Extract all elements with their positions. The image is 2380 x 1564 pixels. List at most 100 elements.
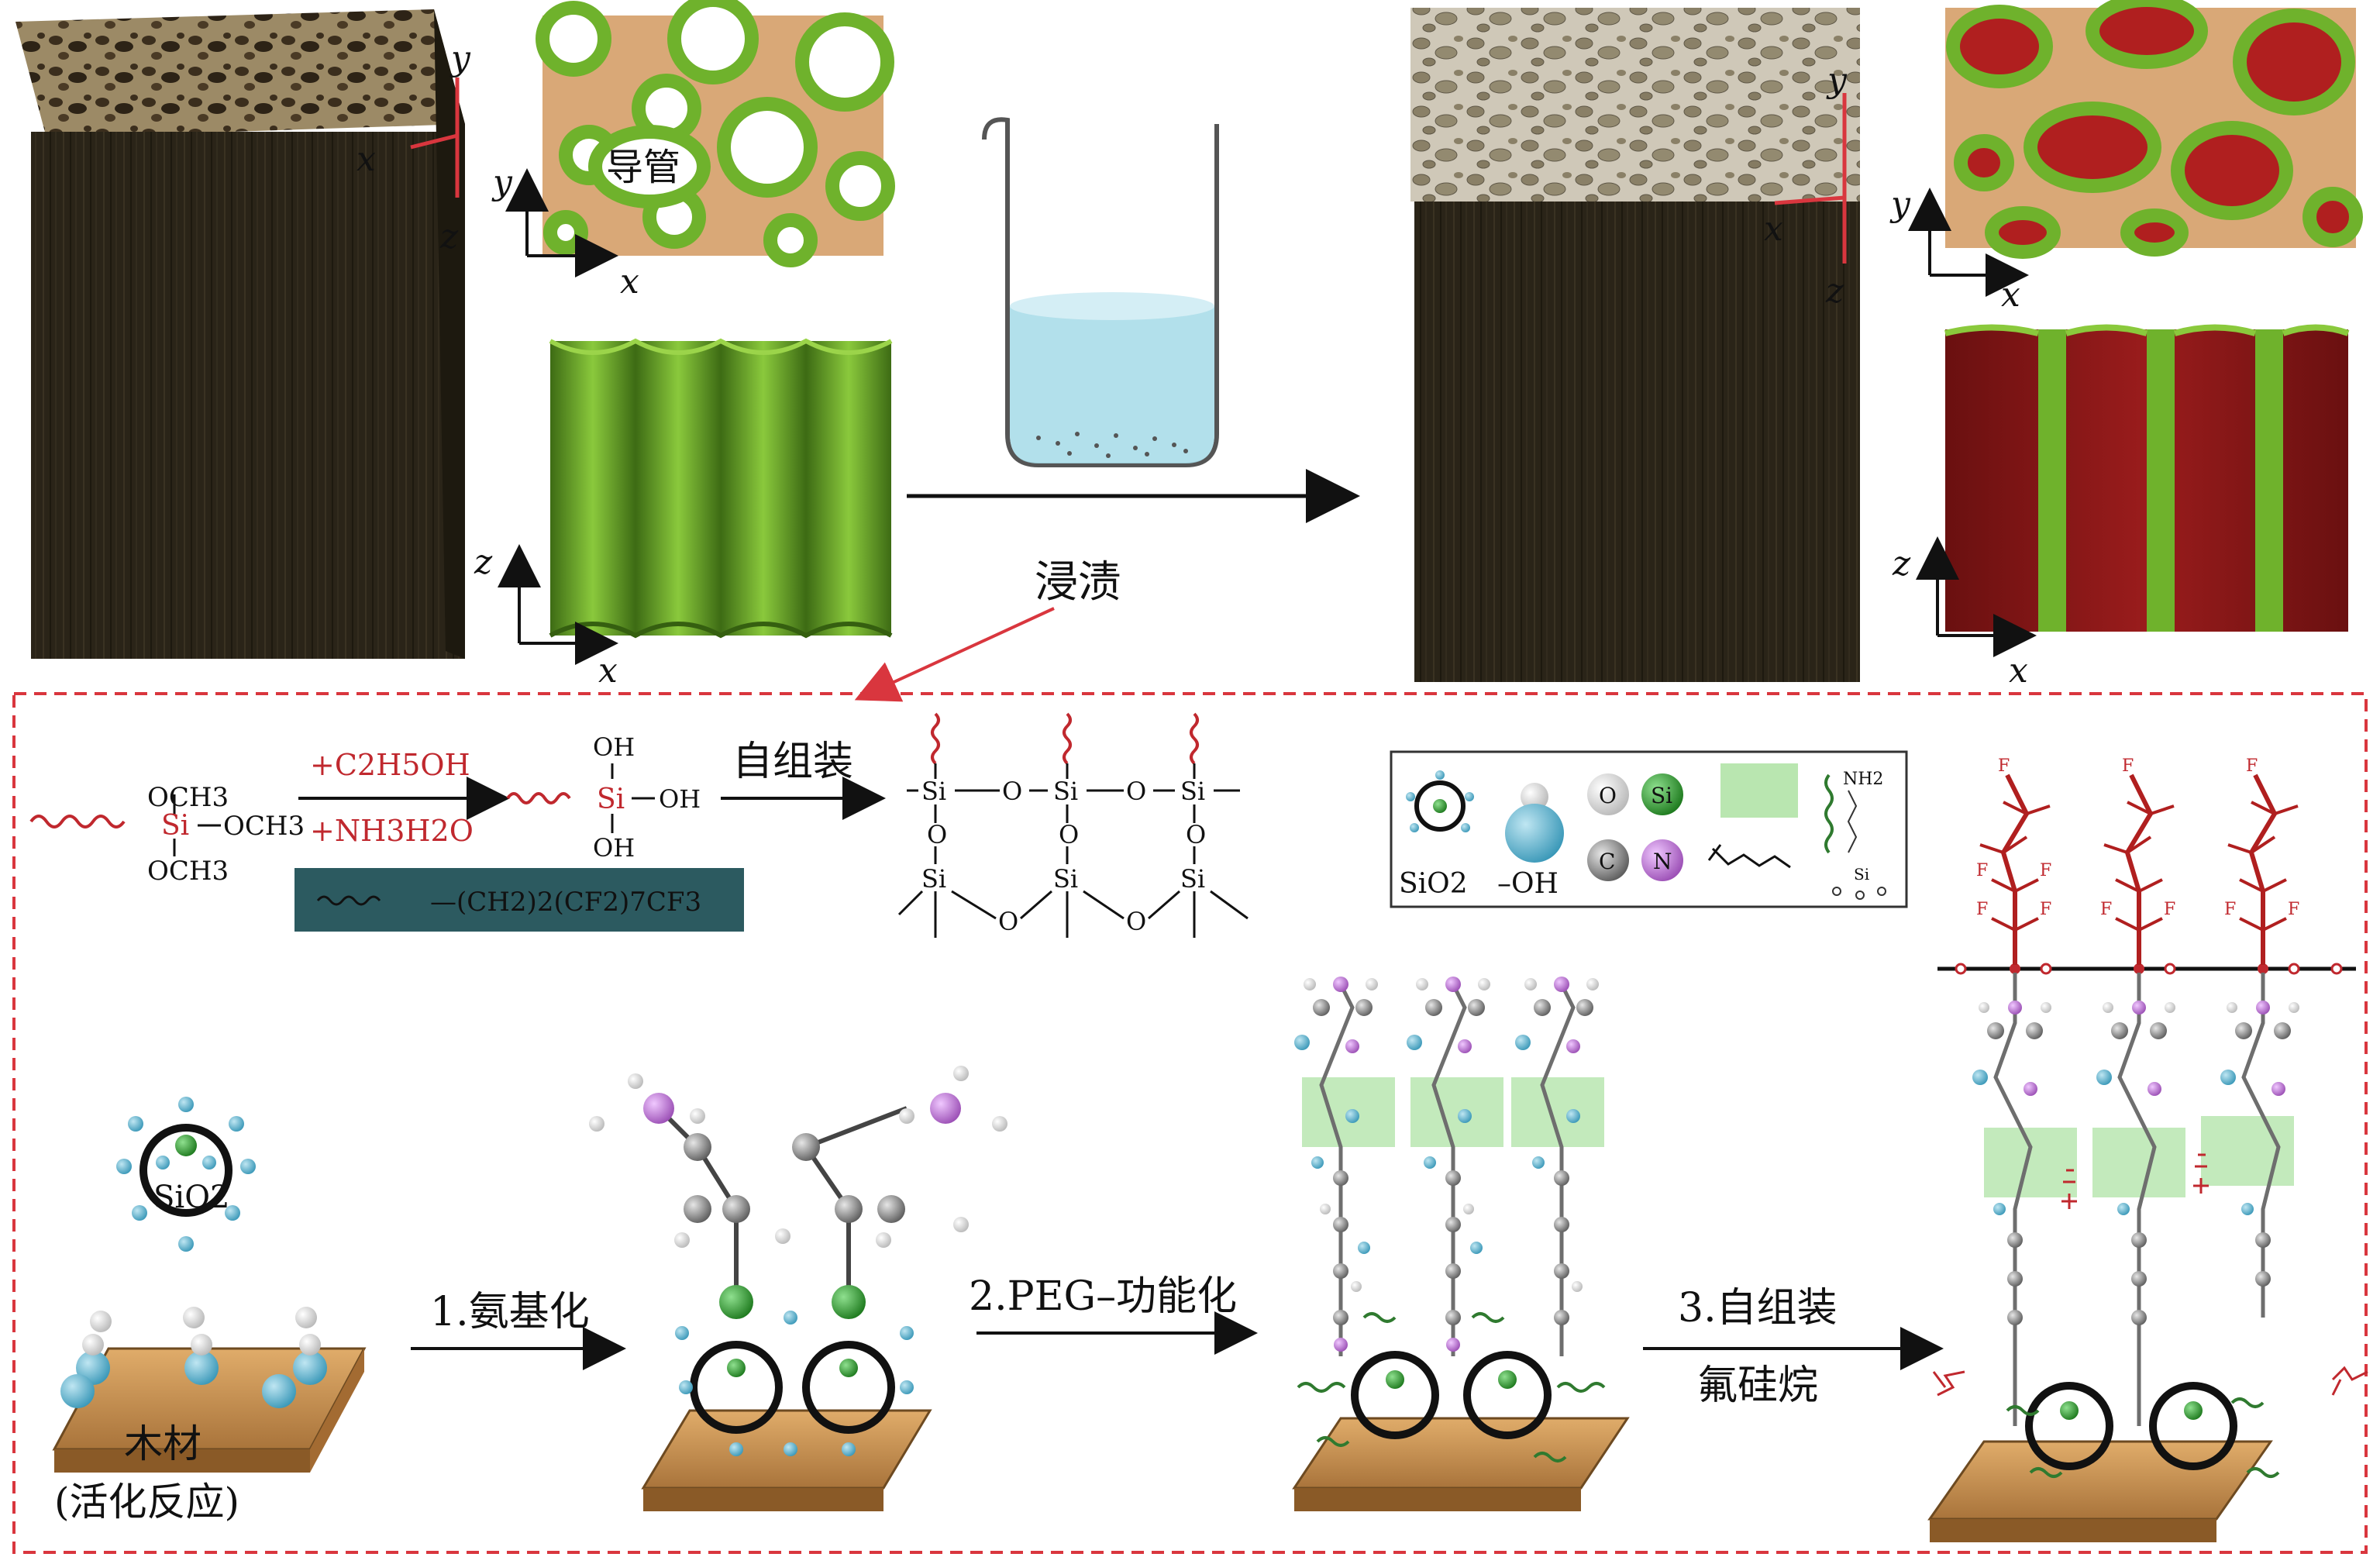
f-atom: F — [1976, 900, 1988, 919]
step2-label: 2.PEG–功能化 — [969, 1273, 1237, 1320]
legend-hydroxyl-icon — [1505, 783, 1564, 863]
axis-z-label: z — [1892, 544, 1911, 584]
process-detail-panel — [12, 692, 2368, 1554]
o-atom: O — [1186, 820, 1206, 849]
legend-atom-si: Si — [1651, 783, 1672, 808]
f-atom: F — [2164, 900, 2175, 919]
si-atom: Si — [1053, 864, 1078, 894]
axis-y-label: y — [449, 39, 471, 78]
o-atom: O — [1126, 777, 1146, 806]
axis-x-label: x — [356, 140, 376, 179]
axis-x-label: x — [1764, 209, 1783, 249]
o-atom: O — [1002, 777, 1022, 806]
reagent-ethanol: +C2H5OH — [310, 748, 470, 782]
f-atom: F — [1998, 756, 2010, 776]
longitudinal-axes-left: z x — [474, 543, 618, 691]
fluorosilane-molecule: OCH3 Si OCH3 OCH3 — [29, 782, 305, 887]
legend-atoms: O Si C N — [1587, 773, 1683, 881]
fluorine-labels: F F F F F F F F F F F — [1976, 756, 2299, 919]
treated-wood-block — [1410, 8, 1860, 682]
legend-box: SiO2 –OH O Si C N NH2 Si — [1390, 750, 1908, 908]
impregnation-label: 浸渍 — [1035, 557, 1121, 608]
axis-x-label: x — [598, 651, 618, 691]
si-atom: Si — [1180, 864, 1205, 894]
f-atom: F — [2246, 756, 2258, 776]
f-atom: F — [2224, 900, 2236, 919]
si-atom: Si — [1180, 777, 1205, 806]
legend-peg-block — [1720, 763, 1798, 818]
aminated-wood — [589, 1066, 1007, 1511]
wood-substrate-initial: 木材 (活化反应) — [52, 1307, 367, 1524]
chain-formula-box: —(CH2)2(CF2)7CF3 — [294, 868, 744, 932]
beaker-icon — [982, 117, 1219, 467]
f-atom: F — [2288, 900, 2299, 919]
activation-label: (活化反应) — [54, 1480, 239, 1524]
hydrolysis-step: +C2H5OH +NH3H2O — [298, 748, 510, 848]
block-axes-right: x y z — [1764, 60, 1848, 311]
legend-nh2-label: NH2 — [1843, 770, 1883, 789]
axis-z-label: z — [439, 217, 459, 257]
si-atom: Si — [1053, 777, 1078, 806]
axis-z-label: z — [1825, 271, 1844, 311]
legend-si-label: Si — [1854, 865, 1869, 884]
methoxy-bottom: OCH3 — [147, 856, 229, 887]
self-assembly-step: 自组装 — [721, 739, 886, 820]
step3-label: 3.自组装 — [1678, 1285, 1838, 1331]
sio2-nanoparticle: SiO2 — [116, 1097, 256, 1252]
axis-x-label: x — [2001, 275, 2020, 315]
axis-x-label: x — [620, 262, 639, 301]
si-atom: Si — [921, 777, 946, 806]
hydroxyl-right: OH — [659, 784, 701, 814]
axis-y-label: y — [1889, 184, 1911, 224]
axis-x-label: x — [2009, 651, 2028, 691]
f-atom: F — [2122, 756, 2134, 776]
conduit-longitudinal-section — [549, 338, 893, 639]
conduit-label: 导管 — [606, 146, 680, 189]
filled-conduit-cross-section — [1945, 0, 2363, 259]
siloxane-network — [897, 712, 1249, 938]
o-atom: O — [927, 820, 947, 849]
legend-atom-n: N — [1653, 849, 1672, 874]
o-atom: O — [998, 907, 1018, 936]
f-atom: F — [1976, 861, 1988, 880]
cross-section-axes-right: y x — [1889, 184, 2029, 315]
methoxy-top: OCH3 — [147, 782, 229, 813]
axis-y-label: y — [1826, 60, 1848, 100]
legend-atom-o: O — [1599, 783, 1617, 808]
sio2-label: SiO2 — [153, 1180, 229, 1215]
f-atom: F — [2100, 900, 2112, 919]
o-atom: O — [1126, 907, 1146, 936]
si-atom: Si — [921, 864, 946, 894]
wood-label: 木材 — [124, 1421, 201, 1466]
peg-functionalized-wood — [1292, 977, 1630, 1511]
f-atom: F — [2040, 900, 2051, 919]
step3-sub-label: 氟硅烷 — [1697, 1362, 1818, 1409]
legend-aminosilane-icon: NH2 Si — [1824, 770, 1886, 900]
silicon-center: Si — [597, 784, 625, 815]
hydroxyl-bottom: OH — [593, 833, 635, 863]
block-axes-left: x y z — [356, 39, 471, 257]
legend-sio2-icon — [1406, 770, 1474, 832]
siloxane-labels: Si O Si O Si O O O Si Si Si O O — [921, 777, 1206, 936]
silicon-center: Si — [161, 810, 189, 842]
legend-atom-c: C — [1599, 849, 1615, 874]
native-wood-block — [15, 9, 465, 659]
superhydrophobic-wood: F F F F F F F F F F F — [1927, 756, 2368, 1542]
o-atom: O — [1059, 820, 1079, 849]
methoxy-right: OCH3 — [223, 811, 305, 842]
chain-formula: —(CH2)2(CF2)7CF3 — [430, 887, 701, 918]
silanol-molecule: OH Si OH OH — [506, 732, 701, 863]
legend-sio2-label: SiO2 — [1399, 868, 1468, 900]
cross-section-axes-left: y x — [491, 163, 639, 301]
reagent-ammonia: +NH3H2O — [310, 814, 474, 848]
filled-conduit-longitudinal-section — [1944, 324, 2350, 632]
legend-peg-chain-icon — [1707, 844, 1791, 869]
self-assembly-label: 自组装 — [732, 739, 853, 785]
legend-hydroxyl-label: –OH — [1497, 868, 1559, 900]
longitudinal-axes-right: z x — [1892, 536, 2037, 691]
conduit-cross-section: 导管 — [536, 0, 895, 267]
step1-label: 1.氨基化 — [430, 1289, 590, 1335]
axis-z-label: z — [474, 543, 493, 582]
pointer-arrow — [854, 607, 1055, 702]
